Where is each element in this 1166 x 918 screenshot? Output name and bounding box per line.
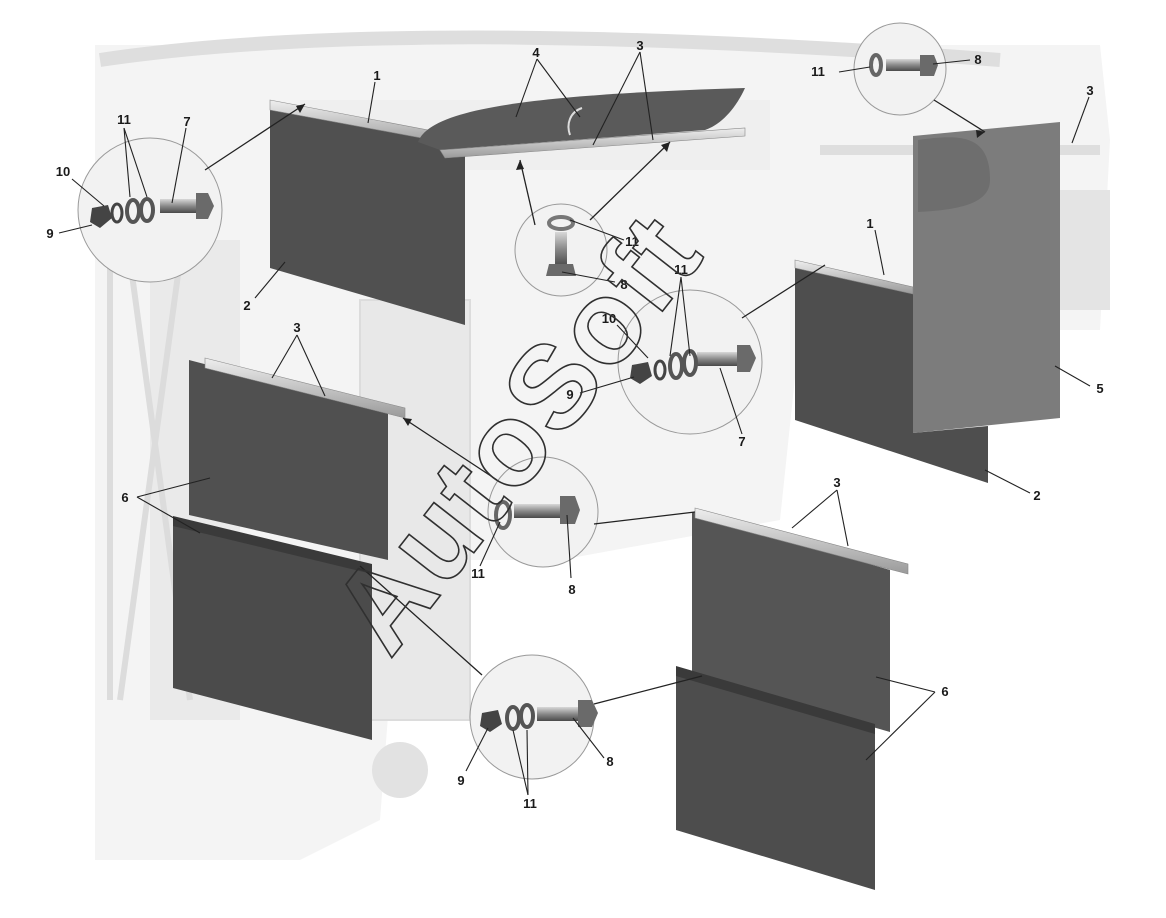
callout-11: 11 <box>811 64 825 79</box>
callout-10: 10 <box>56 164 70 179</box>
panel-right-large <box>913 122 1060 433</box>
callout-1: 1 <box>866 216 873 231</box>
callout-9: 9 <box>566 387 573 402</box>
callout-3: 3 <box>833 475 840 490</box>
callout-3: 3 <box>1086 83 1093 98</box>
detail-circle-left <box>77 137 223 283</box>
callout-10: 10 <box>602 311 616 326</box>
callout-8: 8 <box>606 754 613 769</box>
top-cover <box>418 88 746 159</box>
callout-6: 6 <box>121 490 128 505</box>
callout-labels: 1 1 2 2 3 3 3 3 4 5 6 6 7 7 8 8 8 8 9 9 … <box>46 38 1103 811</box>
mud-flap-right-mid <box>794 259 988 483</box>
mud-flap-left-lower <box>173 516 372 740</box>
detail-circle-middle <box>487 456 599 568</box>
callout-2: 2 <box>1033 488 1040 503</box>
callout-6: 6 <box>941 684 948 699</box>
detail-circle-bottom <box>469 654 598 780</box>
callout-11: 11 <box>674 262 688 277</box>
callout-9: 9 <box>457 773 464 788</box>
leader-lines <box>58 51 1091 796</box>
callout-3: 3 <box>293 320 300 335</box>
callout-1: 1 <box>373 68 380 83</box>
callout-4: 4 <box>532 45 540 60</box>
callout-8: 8 <box>620 277 627 292</box>
callout-7: 7 <box>738 434 745 449</box>
callout-3: 3 <box>636 38 643 53</box>
callout-7: 7 <box>183 114 190 129</box>
callout-8: 8 <box>974 52 981 67</box>
callout-9: 9 <box>46 226 53 241</box>
callout-11: 11 <box>625 234 639 249</box>
callout-11: 11 <box>471 566 485 581</box>
detail-circle-center <box>617 289 763 435</box>
callout-5: 5 <box>1096 381 1103 396</box>
callout-11: 11 <box>117 112 131 127</box>
mud-flap-left-upper <box>189 357 406 560</box>
arrowheads <box>296 104 985 426</box>
mud-flap-right-lower <box>676 666 875 890</box>
connector-lines <box>204 99 986 705</box>
mud-flap-right-upper <box>692 507 909 732</box>
callout-8: 8 <box>568 582 575 597</box>
detail-circle-top-right <box>853 22 947 116</box>
callout-2: 2 <box>243 298 250 313</box>
callout-11: 11 <box>523 796 537 811</box>
